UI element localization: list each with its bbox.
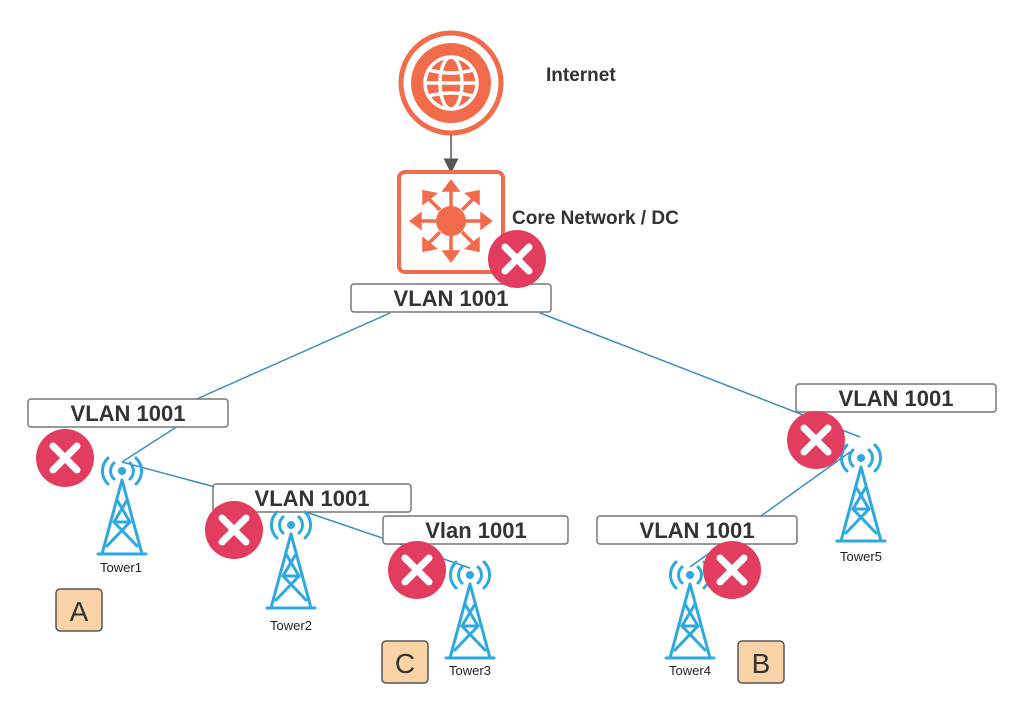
link-left-tower1 (121, 425, 179, 463)
failure-x-icon (388, 541, 446, 599)
tower5-node[interactable]: Tower5 (835, 443, 887, 564)
failure-x-icon (488, 230, 546, 288)
failure-x-icon (205, 501, 263, 559)
cell-tower-icon (835, 443, 887, 543)
failure-x-icon (787, 411, 845, 469)
tower2-node[interactable]: Tower2 (265, 510, 317, 633)
tower3-label: Tower3 (449, 663, 491, 678)
vlan-label-tower2: VLAN 1001 (255, 486, 370, 511)
cell-tower-icon (444, 560, 496, 660)
tower2-label: Tower2 (270, 618, 312, 633)
tower4-node[interactable]: Tower4 (664, 560, 716, 678)
core-switch-icon (409, 179, 493, 263)
core-switch-node[interactable] (397, 170, 505, 274)
internet-node[interactable] (398, 30, 504, 136)
badge-a: A (55, 588, 103, 632)
failure-x-icon (36, 429, 94, 487)
globe-icon (423, 55, 479, 111)
internet-label: Internet (546, 65, 616, 86)
link-tower1-tower2 (121, 461, 216, 488)
vlan-box-tower3: Vlan 1001 (382, 515, 569, 545)
tower1-node[interactable]: Tower1 (96, 456, 148, 575)
vlan-box-tower2: VLAN 1001 (212, 483, 412, 513)
cell-tower-icon (96, 456, 148, 556)
vlan-label-core: VLAN 1001 (394, 286, 509, 311)
badge-b: B (737, 640, 785, 684)
cell-tower-icon (265, 510, 317, 610)
core-label: Core Network / DC (512, 208, 679, 229)
vlan-box-core: VLAN 1001 (350, 283, 552, 313)
badge-c: C (381, 640, 429, 684)
tower5-label: Tower5 (840, 549, 882, 564)
vlan-box-left: VLAN 1001 (27, 398, 229, 428)
link-core-left (189, 312, 391, 403)
vlan-label-right: VLAN 1001 (839, 386, 954, 411)
vlan-label-left: VLAN 1001 (71, 401, 186, 426)
vlan-box-right: VLAN 1001 (795, 383, 997, 413)
badge-b-label: B (752, 648, 771, 679)
vlan-label-tower3: Vlan 1001 (425, 518, 527, 543)
vlan-box-tower4: VLAN 1001 (596, 515, 798, 545)
badge-a-label: A (70, 596, 89, 627)
vlan-label-tower4: VLAN 1001 (640, 518, 755, 543)
tower1-label: Tower1 (100, 560, 142, 575)
tower4-label: Tower4 (669, 663, 711, 678)
badge-c-label: C (395, 648, 415, 679)
tower3-node[interactable]: Tower3 (444, 560, 496, 678)
failure-x-icon (703, 541, 761, 599)
